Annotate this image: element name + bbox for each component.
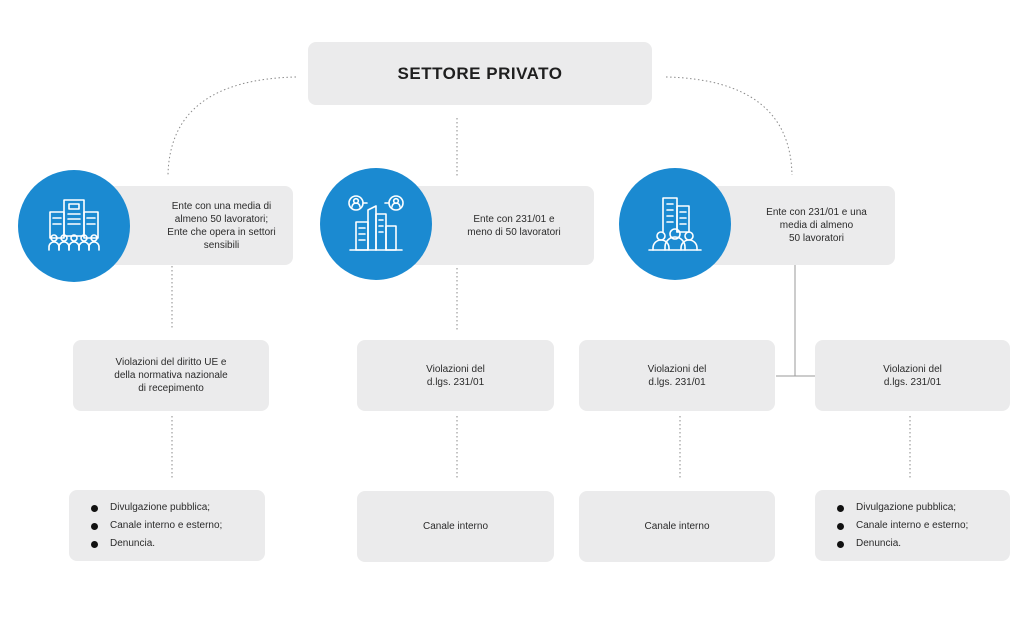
channel-3a-text: Canale interno	[644, 521, 710, 532]
violations-2-line: d.lgs. 231/01	[426, 376, 485, 388]
entity-1-line: almeno 50 lavoratori;	[174, 213, 269, 225]
entity-icon-circle-1	[18, 170, 130, 282]
violations-box-3b: Violazioni del d.lgs. 231/01	[815, 340, 1010, 411]
list-item-text: Divulgazione pubblica;	[110, 502, 211, 513]
entity-3-line: Ente con 231/01 e una	[766, 207, 867, 218]
entity-box-3: Ente con 231/01 e una media di almeno 50…	[700, 186, 895, 265]
bullet-icon	[91, 504, 98, 512]
bullet-icon	[837, 540, 844, 548]
violations-3b-line: Violazioni del	[883, 363, 942, 375]
list-item: Divulgazione pubblica;	[837, 499, 968, 517]
entity-2-line: meno di 50 lavoratori	[467, 226, 561, 238]
violations-1-line: di recepimento	[138, 383, 204, 394]
bullet-icon	[91, 522, 98, 530]
bullet-icon	[837, 522, 844, 530]
list-item-text: Canale interno e esterno;	[856, 520, 969, 531]
diagram-title: SETTORE PRIVATO	[308, 42, 652, 105]
violations-box-2: Violazioni del d.lgs. 231/01	[357, 340, 554, 411]
list-item-text: Denuncia.	[110, 538, 156, 549]
violations-2-line: Violazioni del	[426, 363, 485, 375]
entity-3-line: 50 lavoratori	[788, 233, 844, 244]
entity-icon-circle-2	[320, 168, 432, 280]
channel-box-2: Canale interno	[357, 491, 554, 562]
violations-3a-line: d.lgs. 231/01	[648, 376, 706, 388]
title-text: SETTORE PRIVATO	[397, 63, 563, 83]
list-item-text: Divulgazione pubblica;	[856, 502, 957, 513]
bullet-icon	[91, 540, 98, 548]
entity-box-1: Ente con una media di almeno 50 lavorato…	[108, 186, 293, 265]
entity-3-line: media di almeno	[779, 220, 854, 231]
violations-1-line: Violazioni del diritto UE e	[115, 357, 227, 368]
channels-box-1: Divulgazione pubblica; Canale interno e …	[69, 490, 265, 561]
entity-box-2: Ente con 231/01 e meno di 50 lavoratori	[400, 186, 594, 265]
channels-list-3b: Divulgazione pubblica; Canale interno e …	[837, 499, 968, 553]
list-item-text: Denuncia.	[856, 538, 902, 549]
entity-1-line: Ente con una media di	[171, 200, 272, 212]
violations-3a-line: Violazioni del	[647, 363, 707, 375]
bullet-icon	[837, 504, 844, 512]
entity-1-line: sensibili	[203, 239, 240, 251]
list-item: Denuncia.	[837, 535, 968, 553]
channels-box-3b: Divulgazione pubblica; Canale interno e …	[815, 490, 1010, 561]
entity-2-line: Ente con 231/01 e	[473, 213, 555, 225]
list-item: Canale interno e esterno;	[91, 517, 222, 535]
violations-box-1: Violazioni del diritto UE e della normat…	[73, 340, 269, 411]
list-item: Canale interno e esterno;	[837, 517, 968, 535]
channel-2-text: Canale interno	[422, 521, 489, 532]
violations-1-line: della normativa nazionale	[114, 370, 228, 381]
list-item: Denuncia.	[91, 535, 222, 553]
entity-1-line: Ente che opera in settori	[167, 226, 276, 238]
list-item: Divulgazione pubblica;	[91, 499, 222, 517]
violations-box-3a: Violazioni del d.lgs. 231/01	[579, 340, 775, 411]
city-buildings-users-icon	[348, 195, 404, 251]
violations-3b-line: d.lgs. 231/01	[883, 376, 942, 388]
channels-list-1: Divulgazione pubblica; Canale interno e …	[91, 499, 222, 553]
skyscraper-group-icon	[648, 197, 702, 251]
channel-box-3a: Canale interno	[579, 491, 775, 562]
entity-icon-circle-3	[619, 168, 731, 280]
office-building-people-icon	[48, 199, 100, 251]
list-item-text: Canale interno e esterno;	[110, 520, 223, 531]
